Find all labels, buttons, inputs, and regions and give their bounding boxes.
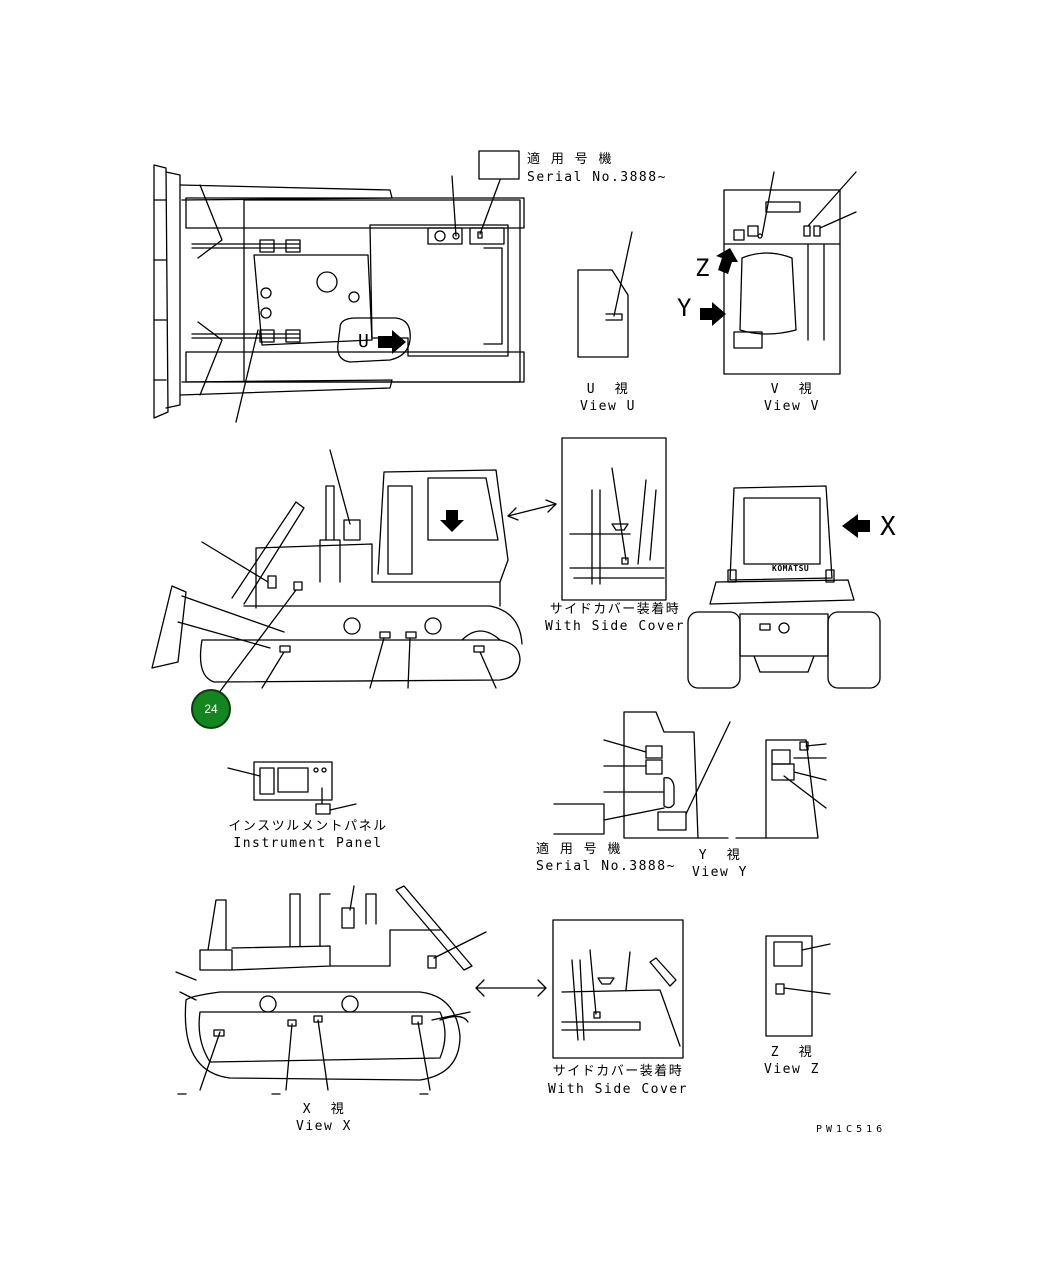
view-u-drawing [578,232,632,357]
rear-brand-logo: KOMATSU [772,564,810,573]
callout-badge[interactable]: 24 [191,689,231,729]
side-cover-bottom-jp: サイドカバー装着時 [552,1064,684,1079]
view-z-arrow-label: Z [695,254,710,282]
instrument-panel-drawing [228,762,356,814]
view-x-arrow-label: X [880,512,896,542]
view-x-label-jp: X 視 [302,1102,346,1117]
view-u-arrow-icon [378,330,406,354]
top-serial-en: Serial No.3888~ [527,170,667,185]
view-u-label-jp: U 視 [586,382,630,397]
side-cover-bottom-en: With Side Cover [548,1082,688,1097]
view-z-label-jp: Z 視 [770,1045,814,1060]
view-v-label-en: View V [764,399,820,414]
top-view-drawing [154,151,524,422]
instrument-panel-jp: インスツルメントパネル [228,819,388,834]
drawing-code: PW1C516 [816,1124,887,1135]
instrument-panel-en: Instrument Panel [233,836,383,851]
top-serial-jp: 適 用 号 機 [527,152,613,167]
view-y-drawing [554,712,826,838]
view-y-arrow-label: Y [677,294,692,322]
mid-serial-jp: 適 用 号 機 [536,842,622,857]
view-x-arrow-icon [842,514,870,538]
side-cover-inset-bottom [553,920,683,1058]
side-view-drawing [152,450,556,694]
view-y-label-jp: Y 視 [698,848,742,863]
side-cover-top-en: With Side Cover [545,619,685,634]
view-x-label-en: View X [296,1119,352,1134]
view-v-drawing [724,172,856,374]
view-x-drawing [176,886,546,1094]
view-u-label-en: View U [580,399,636,414]
view-u-marker: U [358,331,369,352]
side-cover-top-jp: サイドカバー装着時 [549,602,681,617]
rear-view-drawing [688,486,880,688]
view-y-arrow-icon [700,302,726,326]
view-z-drawing [766,936,830,1036]
view-z-label-en: View Z [764,1062,820,1077]
mid-serial-en: Serial No.3888~ [536,859,676,874]
view-v-label-jp: V 視 [770,382,814,397]
side-cover-inset-top [562,438,666,600]
view-z-arrow-icon [716,248,738,274]
view-v-arrow-icon [440,510,464,532]
view-y-label-en: View Y [692,865,748,880]
